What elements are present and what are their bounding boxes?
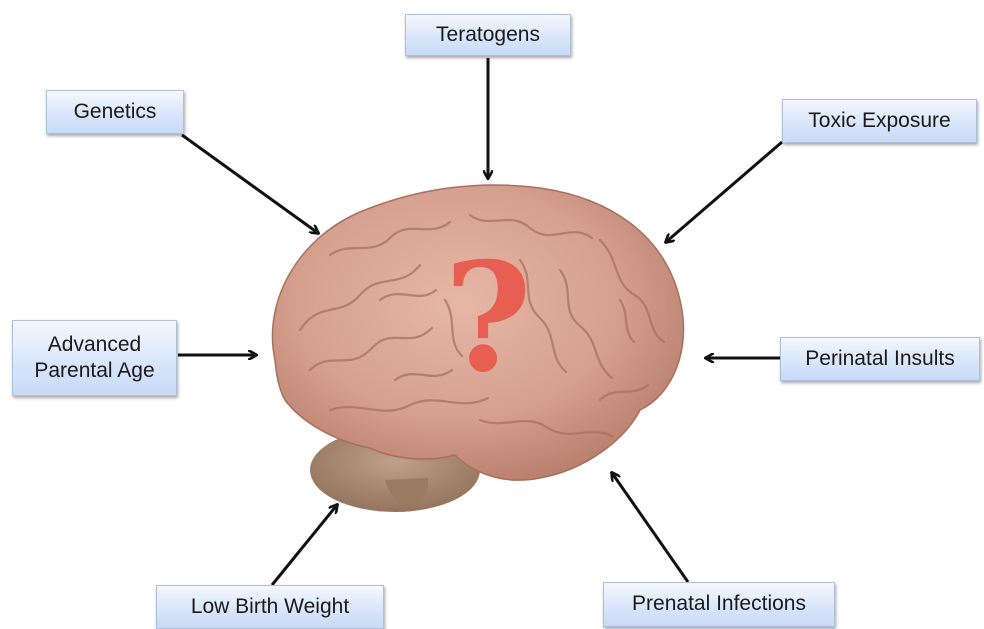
- factor-low-birth-weight-label: Low Birth Weight: [191, 594, 349, 620]
- brain-image: ?: [272, 185, 683, 512]
- arrow-low-birth-weight: [272, 505, 337, 585]
- factor-genetics-label: Genetics: [74, 99, 157, 125]
- factor-teratogens-label: Teratogens: [436, 22, 540, 48]
- question-mark: ?: [444, 230, 532, 406]
- arrow-genetics: [182, 135, 318, 233]
- factor-toxic-exposure: Toxic Exposure: [782, 99, 977, 143]
- factor-perinatal-insults-label: Perinatal Insults: [805, 346, 954, 372]
- factor-perinatal-insults: Perinatal Insults: [780, 337, 980, 381]
- factor-low-birth-weight: Low Birth Weight: [156, 585, 384, 629]
- factor-teratogens: Teratogens: [405, 14, 571, 56]
- factor-advanced-parental-age: Advanced Parental Age: [12, 320, 177, 396]
- factor-advanced-parental-age-label: Advanced Parental Age: [34, 332, 154, 385]
- factor-prenatal-infections: Prenatal Infections: [603, 582, 835, 627]
- factor-genetics: Genetics: [46, 90, 184, 134]
- arrow-prenatal-infections: [612, 473, 688, 582]
- arrow-toxic-exposure: [666, 142, 782, 242]
- factor-prenatal-infections-label: Prenatal Infections: [632, 591, 806, 617]
- factor-toxic-exposure-label: Toxic Exposure: [808, 108, 950, 134]
